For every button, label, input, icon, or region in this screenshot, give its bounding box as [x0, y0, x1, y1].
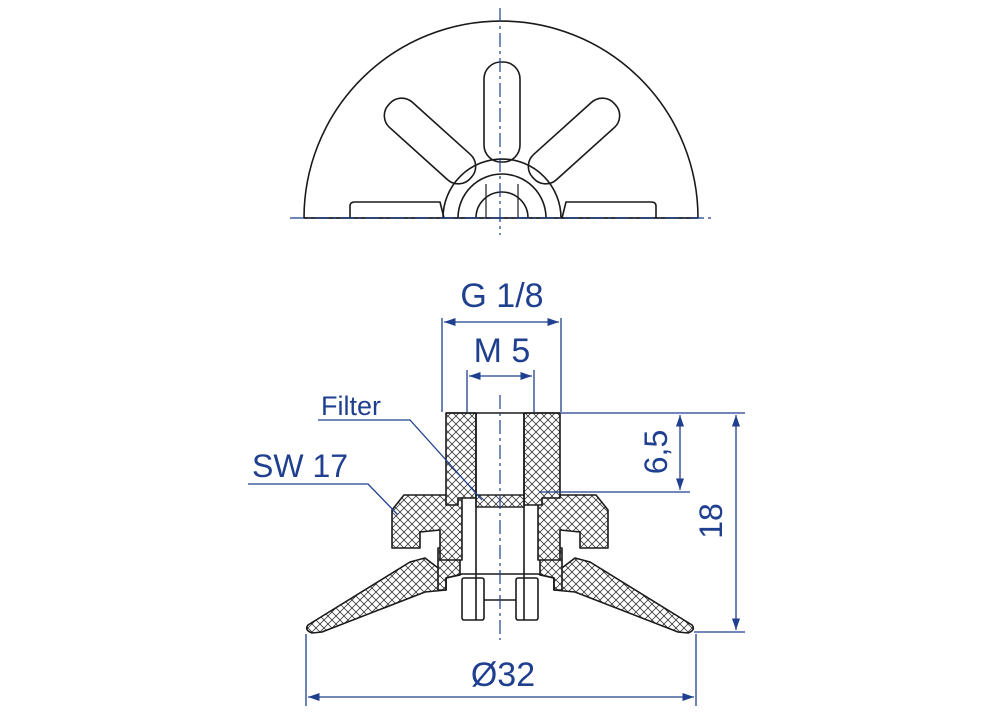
slot-right-diagonal — [527, 97, 621, 185]
thread-outer-label: G 1/8 — [460, 277, 543, 315]
top-view-outer-arc — [303, 20, 699, 219]
hub-ring-mid — [457, 173, 547, 219]
slot-left-diagonal — [383, 97, 477, 185]
diameter-label: Ø32 — [471, 656, 535, 694]
section-view — [305, 395, 695, 640]
cup-lip-right — [553, 557, 695, 634]
thread-inner-label: M 5 — [474, 332, 531, 370]
hex-collar-right — [537, 494, 609, 561]
insert-wall-right — [523, 412, 561, 506]
filter-leader — [318, 419, 483, 501]
bottom-port-right — [515, 577, 539, 621]
slot-right-base — [561, 201, 657, 219]
hex-collar-left — [391, 494, 463, 561]
hub-ring-inner — [475, 191, 529, 219]
filter-label: Filter — [321, 391, 381, 421]
insert-wall-left — [445, 412, 477, 506]
dimensions: G 1/8 M 5 Filter SW 17 6,5 18 Ø32 — [248, 277, 745, 706]
top-view — [290, 8, 712, 235]
cup-lip-left — [305, 557, 447, 634]
sw17-leader — [248, 483, 399, 516]
thread-depth-label: 6,5 — [638, 430, 674, 474]
wrench-size-label: SW 17 — [252, 448, 348, 484]
bottom-port-left — [461, 577, 485, 621]
slot-vertical — [483, 61, 521, 163]
height-label: 18 — [693, 503, 729, 539]
slot-left-base — [349, 201, 445, 219]
hub-ring-outer — [442, 158, 562, 219]
